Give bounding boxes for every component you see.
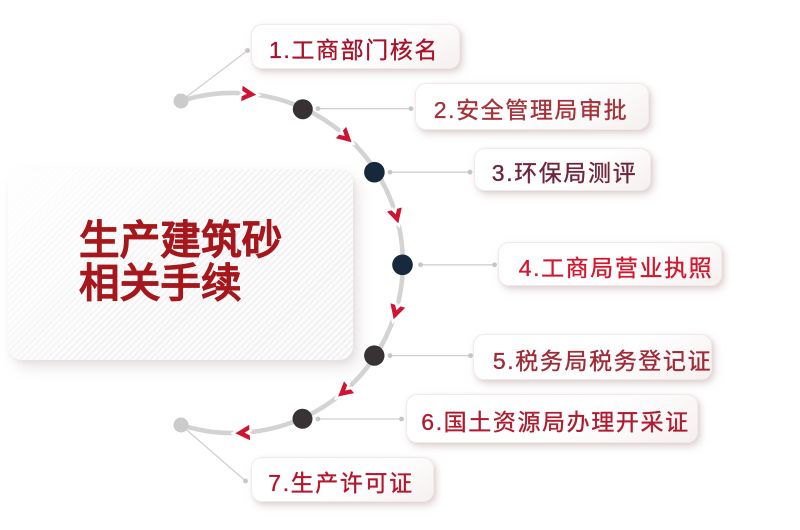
connector-dot bbox=[399, 416, 404, 422]
connector-dot bbox=[245, 48, 250, 53]
step-box-2: 2.安全管理局审批 bbox=[415, 83, 649, 130]
step-box-1: 1.工商部门核名 bbox=[251, 24, 460, 69]
node-dot-start bbox=[173, 93, 189, 109]
connector-dot bbox=[418, 262, 423, 268]
connector-dot bbox=[387, 169, 393, 175]
arrow-chevron-3 bbox=[387, 207, 406, 225]
connector-dot bbox=[315, 106, 321, 111]
connector-line-1 bbox=[180, 49, 248, 102]
step-box-6: 6.国土资源局办理开采证 bbox=[406, 394, 698, 443]
step-label-7: 7.生产许可证 bbox=[268, 470, 414, 496]
connector-dot bbox=[387, 353, 393, 358]
step-label-5: 5.税务局税务登记证 bbox=[492, 347, 713, 374]
step-box-7: 7.生产许可证 bbox=[251, 457, 434, 502]
step-label-1: 1.工商部门核名 bbox=[269, 37, 439, 63]
step-label-3: 3.环保局测评 bbox=[491, 160, 638, 186]
step-label-6: 6.国土资源局办理开采证 bbox=[421, 409, 690, 435]
arrow-chevron-6 bbox=[235, 425, 250, 441]
connector-line-7 bbox=[180, 424, 246, 482]
connector-dot bbox=[492, 262, 497, 268]
step-box-3: 3.环保局测评 bbox=[474, 148, 651, 191]
connector-dot bbox=[468, 353, 473, 358]
flow-nodes bbox=[173, 93, 413, 433]
step-box-4: 4.工商局营业执照 bbox=[498, 242, 722, 286]
node-dot-6 bbox=[292, 408, 313, 429]
diagram-title-line1: 生产建筑砂 bbox=[79, 217, 283, 263]
step-label-4: 4.工商局营业执照 bbox=[518, 254, 714, 281]
step-label-2: 2.安全管理局审批 bbox=[433, 97, 629, 123]
arrow-chevron-4 bbox=[386, 303, 405, 321]
diagram-title: 生产建筑砂 相关手续 bbox=[79, 217, 283, 306]
connector-dot bbox=[408, 106, 414, 111]
arrow-chevron-1 bbox=[241, 86, 257, 103]
connector-dot bbox=[243, 478, 248, 484]
title-panel bbox=[8, 169, 353, 360]
node-dot-2 bbox=[292, 99, 313, 120]
node-dot-5 bbox=[364, 345, 385, 366]
node-dot-4 bbox=[392, 254, 413, 276]
diagram-title-line2: 相关手续 bbox=[79, 260, 242, 306]
node-dot-3 bbox=[364, 161, 385, 183]
node-dot-end bbox=[173, 417, 189, 433]
connector-end-dots bbox=[243, 48, 497, 484]
connector-lines bbox=[180, 49, 495, 482]
connector-dot bbox=[467, 169, 473, 175]
connector-dot bbox=[315, 416, 321, 422]
step-box-5: 5.税务局税务登记证 bbox=[473, 334, 712, 380]
